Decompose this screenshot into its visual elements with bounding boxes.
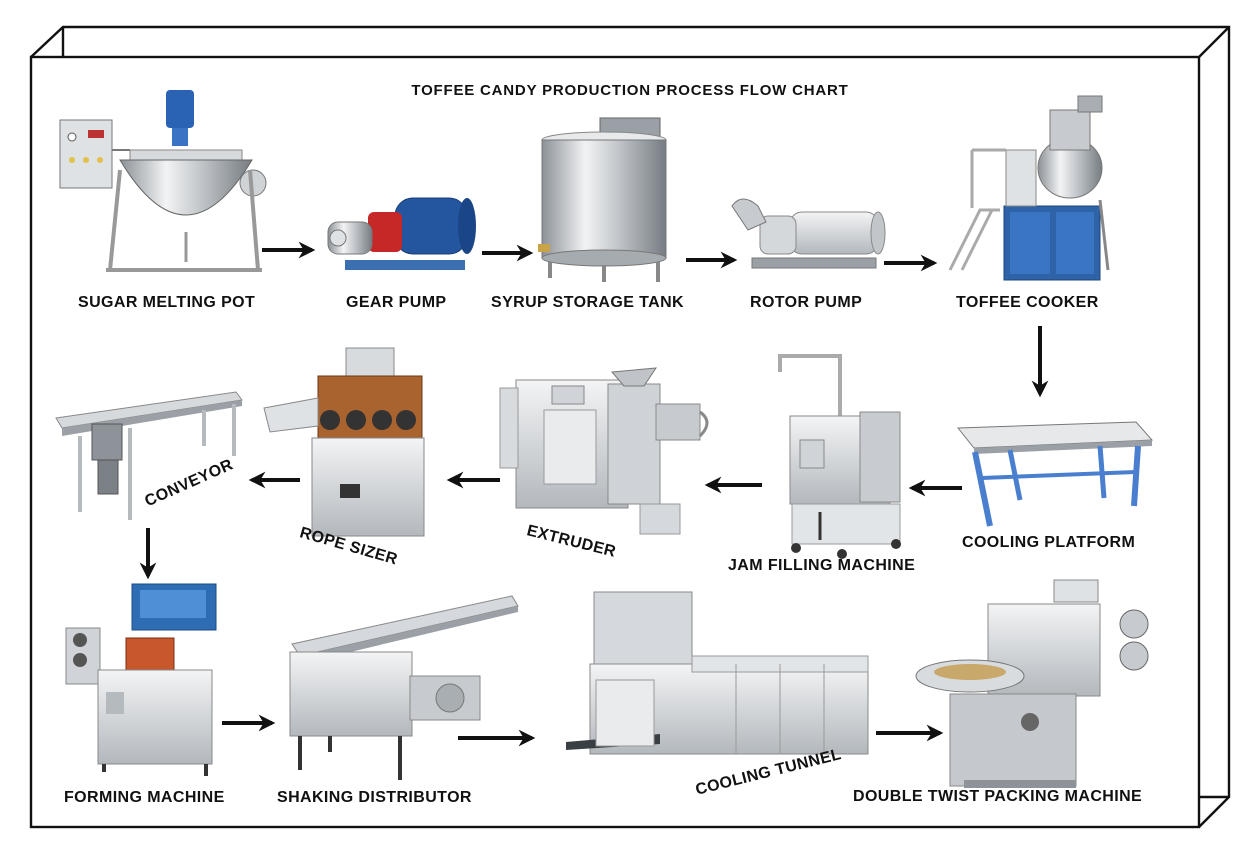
cooker-icon — [948, 95, 1110, 281]
label-rotor-pump: ROTOR PUMP — [750, 294, 863, 311]
flow-arrows — [139, 241, 1049, 747]
forming-machine-icon — [65, 583, 217, 776]
rope-sizer-icon — [263, 347, 425, 537]
label-double-twist-packing-machine: DOUBLE TWIST PACKING MACHINE — [853, 788, 1143, 805]
jacketed-kettle-icon — [59, 90, 267, 272]
cooling-tunnel-icon — [566, 591, 869, 755]
label-gear-pump: GEAR PUMP — [346, 294, 447, 311]
storage-tank-icon — [538, 117, 667, 282]
packing-machine-icon — [915, 579, 1149, 788]
label-toffee-cooker: TOFFEE COOKER — [956, 294, 1099, 311]
rotor-pump-icon — [731, 198, 886, 269]
cooling-table-icon — [956, 421, 1154, 527]
label-cooling-platform: COOLING PLATFORM — [962, 534, 1136, 551]
label-forming-machine: FORMING MACHINE — [64, 789, 225, 806]
shaking-distributor-icon — [289, 595, 519, 780]
frame-front — [29, 55, 1201, 829]
gear-pump-icon — [327, 197, 476, 270]
label-shaking-distributor: SHAKING DISTRIBUTOR — [277, 789, 472, 806]
label-jam-filling-machine: JAM FILLING MACHINE — [728, 557, 916, 574]
box-frame — [29, 25, 1231, 829]
extruder-icon — [499, 367, 709, 535]
page-title: TOFFEE CANDY PRODUCTION PROCESS FLOW CHA… — [411, 82, 849, 99]
label-sugar-melting-pot: SUGAR MELTING POT — [78, 294, 256, 311]
conveyor-icon — [55, 391, 243, 520]
frame-corner-top-right — [1198, 26, 1230, 58]
label-syrup-storage-tank: SYRUP STORAGE TANK — [491, 294, 685, 311]
jam-filler-icon — [778, 354, 901, 559]
